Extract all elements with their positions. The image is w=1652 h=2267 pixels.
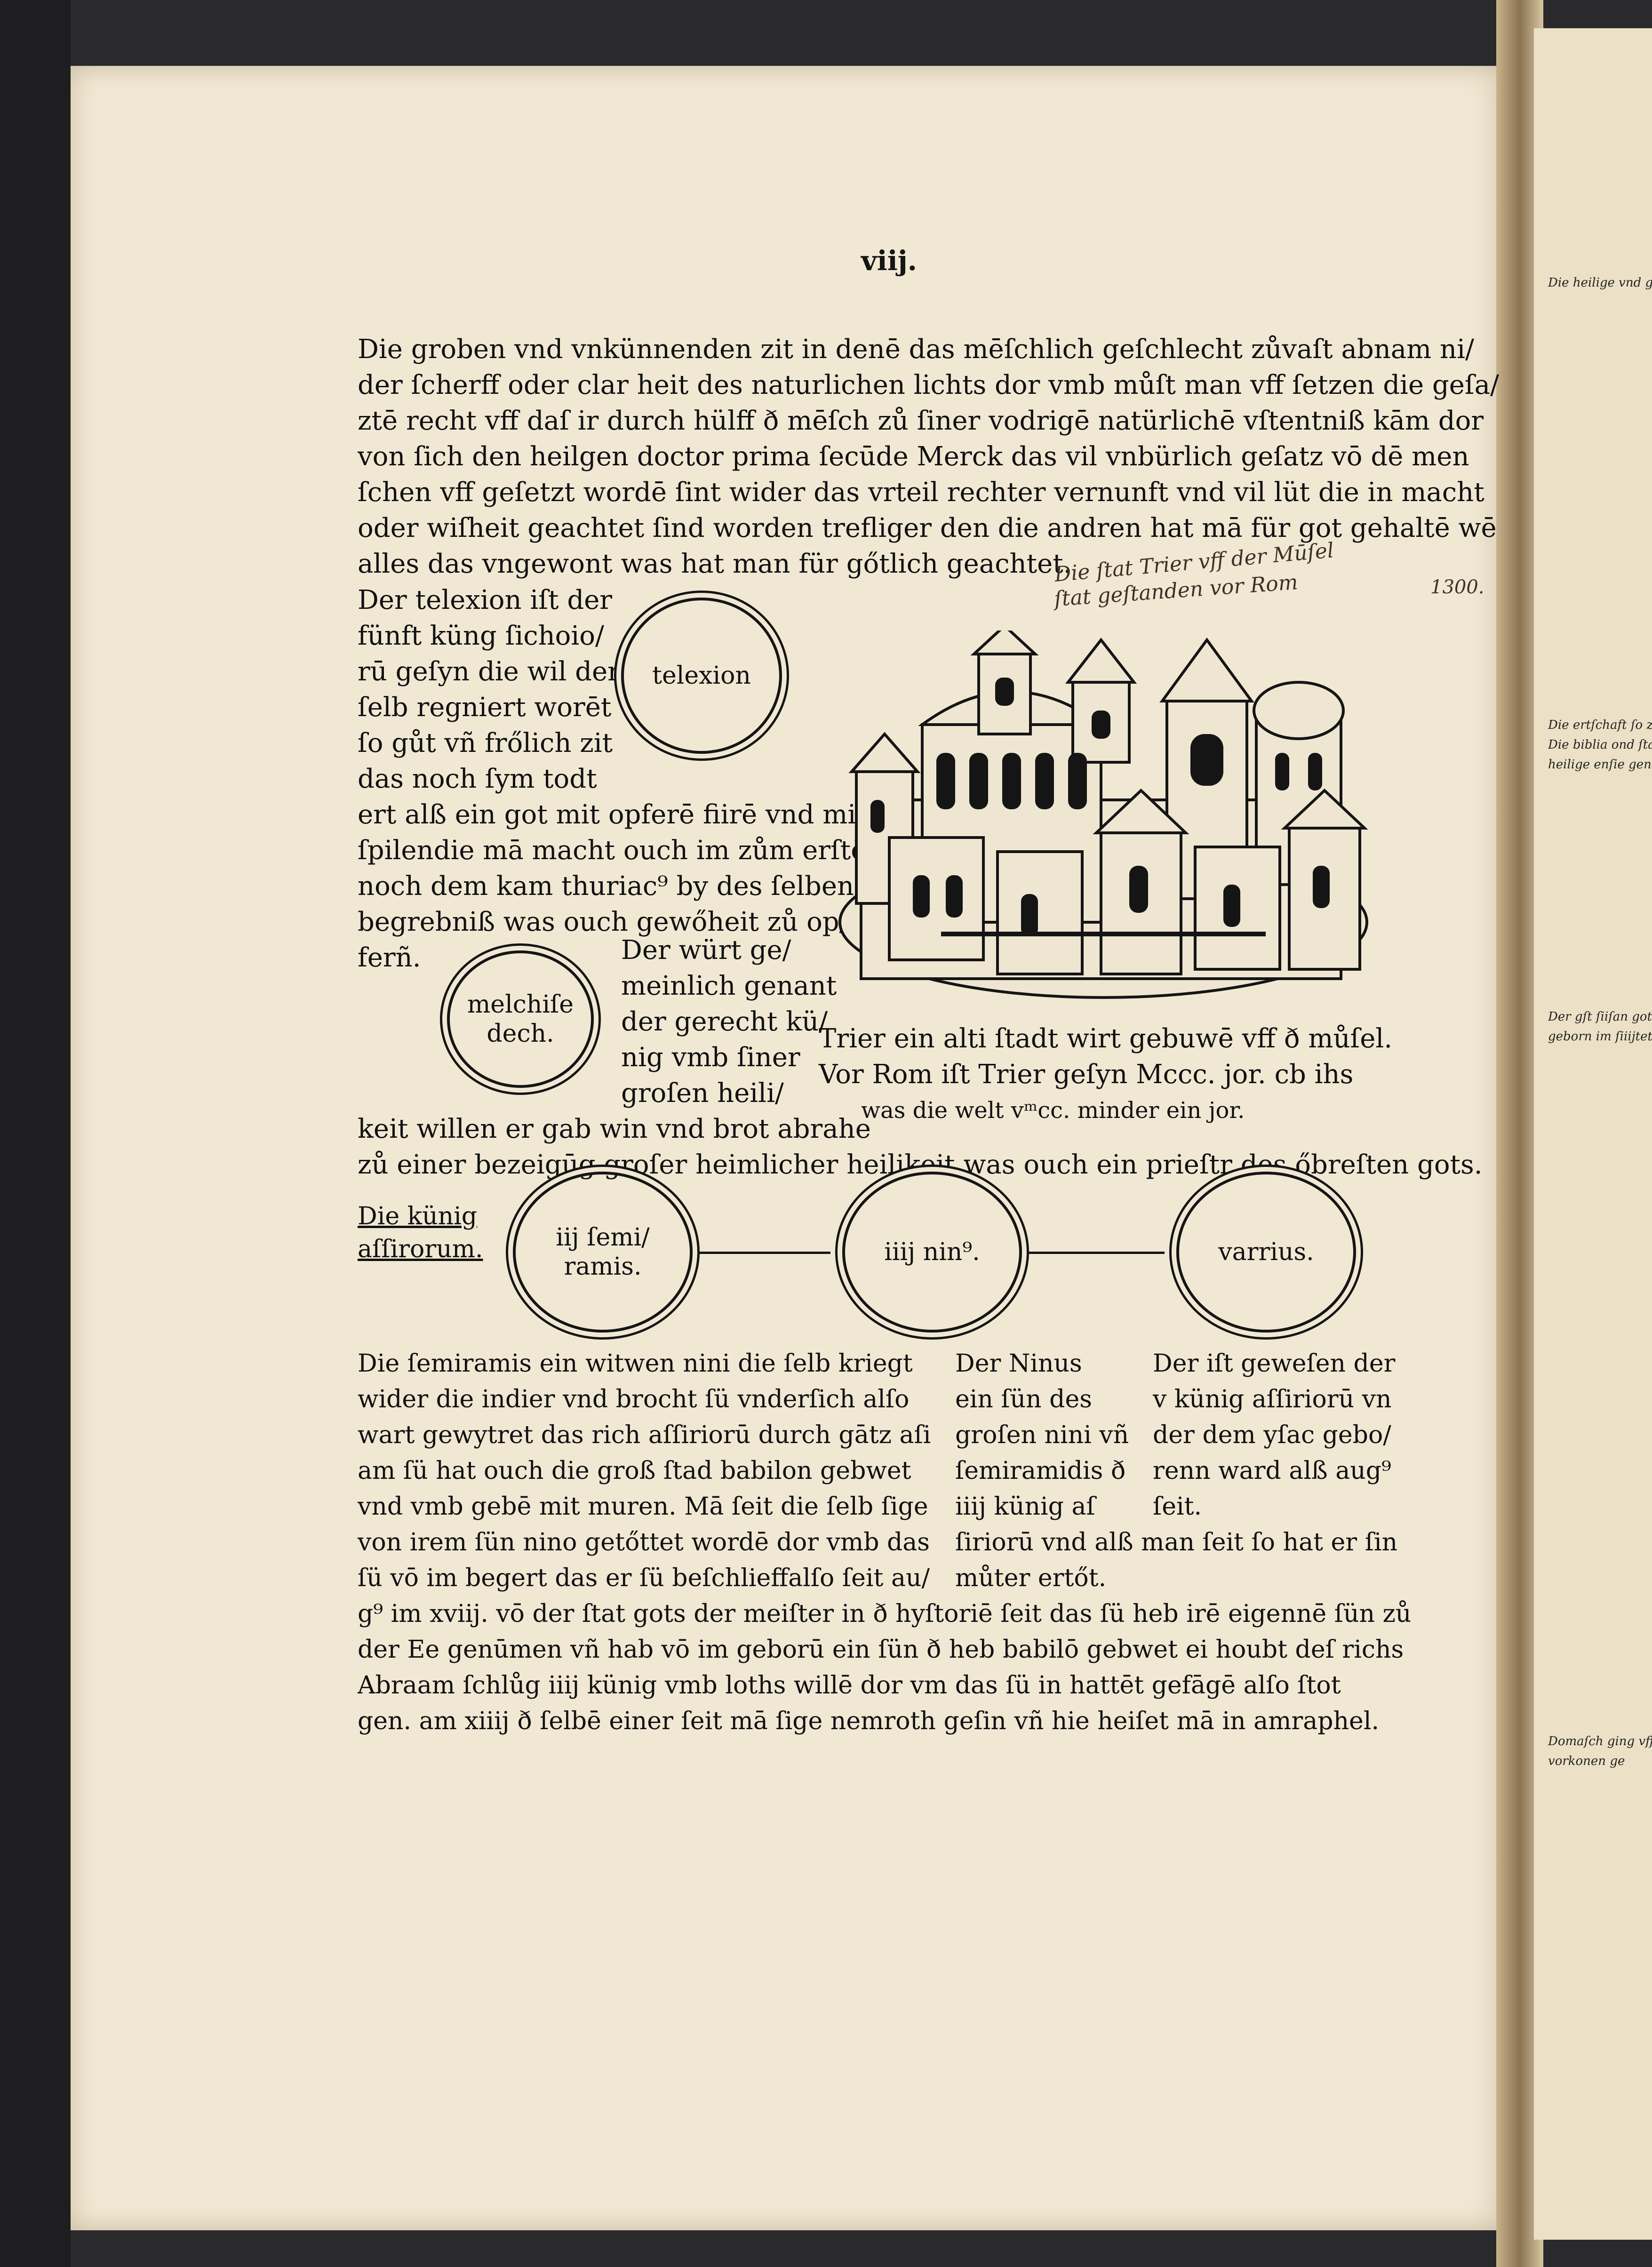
- telexion-line: ſelb regniert worēt: [358, 692, 612, 723]
- intro-paragraph: Die groben vnd vnkünnenden zit in denē d…: [358, 332, 1499, 582]
- telexion-line: rū geſyn die wil der: [358, 656, 620, 687]
- varrius-line: renn ward alß aug⁹: [1153, 1457, 1391, 1485]
- semiramis-line: vnd vmb gebē mit muren. Mā ſeit die ſelb…: [358, 1493, 928, 1521]
- varrius-line: Der iſt geweſen der: [1153, 1349, 1396, 1378]
- semiramis-line: Die ſemiramis ein witwen nini die ſelb k…: [358, 1349, 913, 1378]
- intro-line: alles das vngewont was hat man für gőtli…: [358, 549, 1072, 579]
- kings-heading-line: Die künig: [358, 1202, 478, 1230]
- telexion-line: fünft küng ſichoio/: [358, 621, 604, 651]
- circle-melchisedech-label-2: dech.: [487, 1020, 554, 1048]
- intro-line: ztē recht vff daſ ir durch hülff ð mēſch…: [358, 406, 1484, 436]
- trier-caption-line: was die welt vᵐcc. minder ein jor.: [861, 1097, 1245, 1124]
- trier-caption: Trier ein alti ſtadt wirt gebuwē vff ð m…: [819, 1021, 1392, 1128]
- genealogy-connector: [699, 1252, 830, 1254]
- telexion-paragraph: Der telexion iſt der fünft küng ſichoio/…: [358, 583, 867, 976]
- circle-melchisedech-label-1: melchiſe: [467, 990, 574, 1019]
- background-left: [0, 0, 71, 2267]
- telexion-line: das noch ſym todt: [358, 764, 597, 794]
- telexion-line: ferñ.: [358, 942, 421, 973]
- facing-page-fragment: Die heilige vnd gerecht Die ertſchaft ſo…: [1534, 28, 1652, 2240]
- circle-varrius-label: varrius.: [1218, 1238, 1314, 1266]
- varrius-line: ſeit.: [1153, 1493, 1202, 1521]
- ninus-line: ſemiramidis ð: [955, 1457, 1126, 1485]
- ninus-line: iiij künig aſ: [955, 1493, 1095, 1521]
- semiramis-line: ſü vō im begert das er ſü beſchlieffalſo…: [358, 1564, 930, 1592]
- ninus-paragraph: Der Ninus ein ſün des groſen nini vñ ſem…: [955, 1346, 1397, 1596]
- melchisedech-paragraph: Der würt ge/ meinlich genant der gerecht…: [621, 933, 837, 1111]
- folio-number: viij.: [861, 245, 917, 277]
- telexion-line: ſpilendie mā macht ouch im zům erſtē: [358, 835, 867, 866]
- semiramis-line: wart gewytret das rich aſſiriorū durch g…: [358, 1421, 931, 1449]
- melchisedech-line: nig vmb ſiner: [621, 1042, 800, 1073]
- handwritten-note-year: 1300.: [1430, 576, 1484, 598]
- circle-ninus: iiij nin⁹.: [842, 1172, 1022, 1333]
- ninus-line: Der Ninus: [955, 1349, 1082, 1378]
- kings-heading-line: aſſirorum.: [358, 1235, 483, 1263]
- semiramis-line: von irem ſün nino getőttet wordē dor vmb…: [358, 1528, 930, 1557]
- circle-semiramis-label-1: iij ſemi/: [556, 1223, 650, 1252]
- circle-telexion: telexion: [621, 598, 782, 754]
- intro-line: ſchen vff geſetzt wordē ſint wider das v…: [358, 477, 1484, 508]
- ninus-line: ſiriorū vnd alß man ſeit ſo hat er ſin: [955, 1528, 1398, 1557]
- ninus-line: groſen nini vñ: [955, 1421, 1129, 1449]
- closing-paragraph: g⁹ im xviij. vō der ſtat gots der meiſte…: [358, 1596, 1411, 1739]
- genealogy-connector: [1028, 1252, 1165, 1254]
- intro-line: oder wiſheit geachtet ſind worden trefli…: [358, 513, 1497, 543]
- circle-semiramis: iij ſemi/ramis.: [513, 1172, 693, 1333]
- book-page: [71, 66, 1510, 2230]
- circle-semiramis-label-2: ramis.: [564, 1253, 642, 1281]
- trier-caption-line: Trier ein alti ſtadt wirt gebuwē vff ð m…: [819, 1023, 1393, 1054]
- varrius-paragraph: Der iſt geweſen der v künig aſſiriorū vn…: [1153, 1346, 1395, 1525]
- telexion-line: begrebniß was ouch gewőheit zů op/: [358, 907, 848, 937]
- circle-telexion-label: telexion: [652, 662, 751, 690]
- kings-heading: Die künig aſſirorum.: [358, 1200, 483, 1266]
- telexion-line: ſo gůt vñ frőlich zit: [358, 728, 613, 758]
- closing-line: Abraam ſchlůg iiij künig vmb loths willē…: [358, 1671, 1341, 1700]
- telexion-line: ert alß ein got mit opferē fiirē vnd mit: [358, 799, 867, 830]
- closing-line: der Ee genūmen vñ hab vō im geborū ein ſ…: [358, 1636, 1404, 1664]
- circle-ninus-label: iiij nin⁹.: [884, 1238, 980, 1266]
- intro-line: von ſich den heilgen doctor prima ſecūde…: [358, 441, 1469, 472]
- varrius-line: der dem yſac gebo/: [1153, 1421, 1391, 1449]
- ninus-line: ein ſün des: [955, 1385, 1092, 1413]
- varrius-line: v künig aſſiriorū vn: [1153, 1385, 1392, 1413]
- telexion-line: Der telexion iſt der: [358, 585, 613, 615]
- telexion-line: noch dem kam thuriac⁹ by des ſelben: [358, 871, 854, 902]
- melchisedech-line: Der würt ge/: [621, 935, 791, 966]
- circle-varrius: varrius.: [1176, 1172, 1356, 1333]
- semiramis-paragraph: Die ſemiramis ein witwen nini die ſelb k…: [358, 1346, 931, 1596]
- closing-line: gen. am xiiij ð ſelbē einer ſeit mā ſige…: [358, 1707, 1379, 1735]
- melchisedech-line: der gerecht kü/: [621, 1006, 828, 1037]
- melchisedech-line: meinlich genant: [621, 971, 837, 1001]
- semiramis-line: wider die indier vnd brocht ſü vnderſich…: [358, 1385, 910, 1413]
- intro-line: der ſcherff oder clar heit des naturlich…: [358, 370, 1499, 400]
- melchisedech-line: groſen heili/: [621, 1078, 784, 1109]
- semiramis-line: am ſü hat ouch die groß ſtad babilon geb…: [358, 1457, 911, 1485]
- melchisedech-line: keit willen er gab win vnd brot abrahe: [358, 1114, 871, 1144]
- woodcut-city-trier: [838, 631, 1368, 999]
- intro-line: Die groben vnd vnkünnenden zit in denē d…: [358, 334, 1474, 365]
- ninus-line: můter ertőt.: [955, 1564, 1107, 1592]
- trier-caption-line: Vor Rom iſt Trier geſyn Mccc. jor. cb ih…: [819, 1059, 1354, 1090]
- closing-line: g⁹ im xviij. vō der ſtat gots der meiſte…: [358, 1600, 1412, 1628]
